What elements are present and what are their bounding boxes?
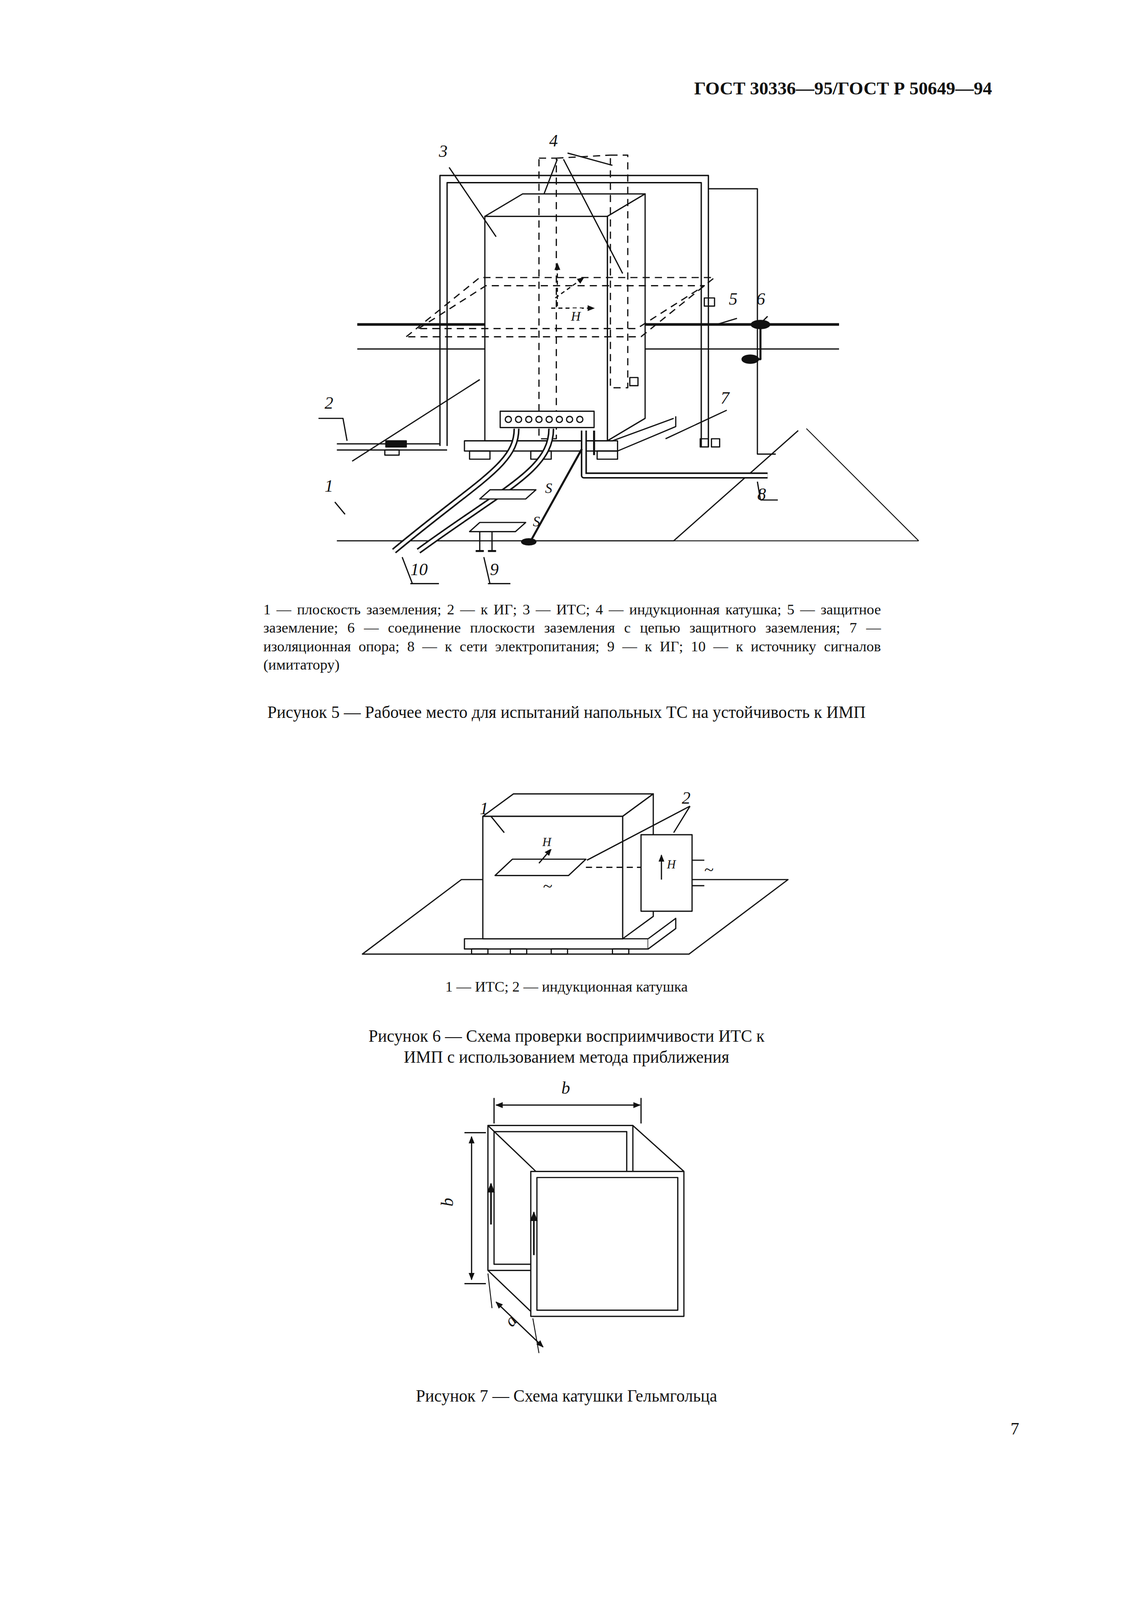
callout-number: 6 [756, 288, 766, 310]
caption-text: Рисунок 7 — Схема катушки Гельмгольца [306, 1386, 827, 1408]
caption-text: 1 — ИТС; 2 — индукционная катушка [336, 977, 797, 997]
callout-number: 2 [324, 392, 334, 414]
callout-number: 10 [410, 559, 428, 581]
callout-number: b [437, 1198, 459, 1208]
callout-number: ~ [542, 875, 553, 897]
callout-number: 9 [489, 559, 499, 581]
callout-number: H [665, 857, 678, 872]
callout-number: 7 [1010, 1418, 1020, 1440]
callout-number: a [500, 1310, 522, 1332]
callout-number: 8 [757, 484, 767, 506]
caption-text: Рисунок 6 — Схема проверки восприимчивос… [362, 1026, 771, 1069]
callout-number: 1 [324, 475, 334, 497]
caption-text: 1 — плоскость заземления; 2 — к ИГ; 3 — … [263, 600, 881, 675]
callout-number: S [545, 479, 553, 498]
figure-5 [318, 153, 919, 584]
callout-number: 3 [438, 140, 448, 162]
callout-number: ~ [704, 859, 715, 881]
callout-number: 1 [479, 798, 489, 820]
callout-number: H [541, 834, 553, 850]
caption-text: Рисунок 5 — Рабочее место для испытаний … [183, 702, 950, 724]
figure-7 [464, 1098, 684, 1354]
figure-6 [362, 794, 788, 955]
callout-number: S [532, 513, 541, 531]
callout-number: 4 [549, 130, 558, 152]
callout-number: 7 [720, 387, 730, 409]
callout-number: b [561, 1078, 571, 1100]
callout-number: 2 [682, 787, 691, 809]
page-header: ГОСТ 30336—95/ГОСТ Р 50649—94 [693, 77, 992, 100]
callout-number: 5 [728, 288, 738, 310]
callout-number: H [569, 308, 582, 325]
